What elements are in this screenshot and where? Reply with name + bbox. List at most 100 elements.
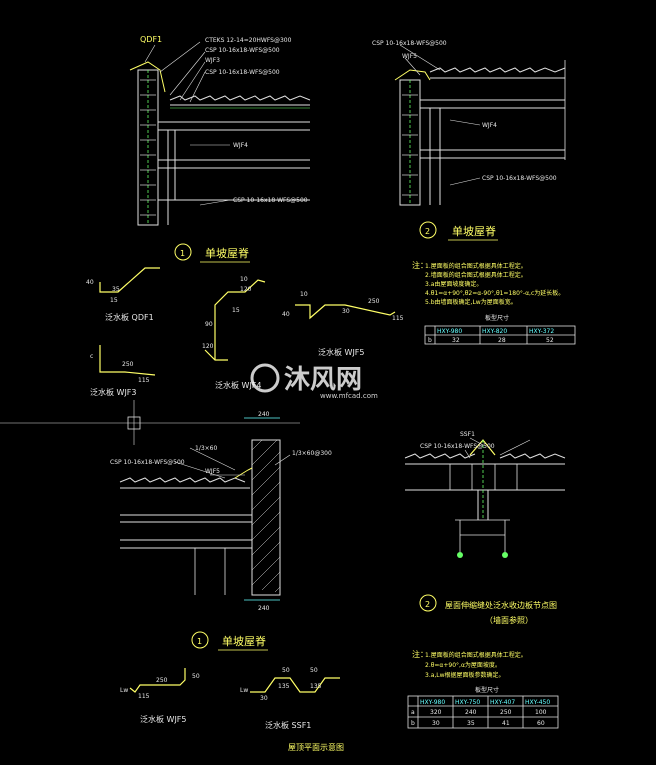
label-csp-bottom-right: CSP 10-16x18-WFS@500 xyxy=(482,175,557,182)
wjf3-dim-115: 115 xyxy=(138,377,150,384)
wjf5-dim-30: 30 xyxy=(342,308,350,315)
mid-left-dim-bottom: 240 xyxy=(258,605,270,612)
b-wjf5-dim-250: 250 xyxy=(156,677,168,684)
wjf4-dim-120b: 120 xyxy=(202,343,214,350)
caption-num-2: 2 xyxy=(425,227,430,236)
caption-circle-1 xyxy=(174,243,192,261)
notes-top-line-4: 4.θ1=α+90°,θ2=α-90°,θ1=180°-α,c为延长板。 xyxy=(425,289,564,297)
wjf5-dim-115: 115 xyxy=(392,315,404,322)
mid-left-label-4: 1/3×60@300 xyxy=(292,450,332,457)
tb-h2: HXY-750 xyxy=(455,699,480,706)
mid-left-label-wjf5: WJF5 xyxy=(205,468,220,475)
notes-bottom: 注： 1.屋面板的组合图式根据具体工程定。 2.θ=α+90°,α为屋面坡度。 … xyxy=(412,649,527,679)
wjf4-dim-15: 15 xyxy=(232,307,240,314)
b-ssf1-dim-50b: 50 xyxy=(310,667,318,674)
flashing-wjf5-bottom: 250 50 115 Lw 泛水板 WJF5 xyxy=(120,668,200,724)
watermark-logo-icon xyxy=(250,363,280,393)
wjf4-name: 泛水板 WJF4 xyxy=(215,380,262,390)
notes-top-line-1: 1.屋面板的组合图式根据具体工程定。 xyxy=(425,262,527,270)
footer-title: 屋顶平面示意图 xyxy=(288,742,344,752)
caption-num-1b: 1 xyxy=(197,637,202,646)
label-csp-top-right: CSP 10-16x18-WFS@500 xyxy=(372,40,447,47)
table-bottom: 板型尺寸 HXY-980 HXY-750 HXY-407 HXY-450 a 3… xyxy=(407,686,559,729)
notes-top-line-5: 5.b由墙面板确定,Lw为屋面板宽。 xyxy=(425,298,517,306)
wjf4-dim-10: 10 xyxy=(240,276,248,283)
table-top-r2: 28 xyxy=(498,337,506,344)
mid-left-label-csp: CSP 10-16x18-WFS@500 xyxy=(110,459,185,466)
tb-h1: HXY-980 xyxy=(420,699,445,706)
detail-1-top-left: QDF1 CTEKS 12-14=20HWFS@300 CSP 10-16x18… xyxy=(129,35,311,263)
label-csp-2: CSP 10-16x18-WFS@500 xyxy=(205,69,280,76)
flashing-wjf4: 90 120 10 15 120 泛水板 WJF4 xyxy=(202,276,266,390)
notes-bottom-line-3: 3.a,Lw根据屋面板参数确定。 xyxy=(425,671,505,679)
wjf3-dim-c: c xyxy=(90,353,93,360)
notes-bottom-title: 注： xyxy=(412,649,428,659)
table-top-h1: HXY-980 xyxy=(437,328,462,335)
wjf4-dim-90: 90 xyxy=(205,321,213,328)
label-cteks: CTEKS 12-14=20HWFS@300 xyxy=(205,37,292,44)
caption-circle-1b xyxy=(191,631,209,649)
label-wjf5-top-right: WJF5 xyxy=(402,53,417,60)
tb-h4: HXY-450 xyxy=(525,699,550,706)
watermark-url: www.mfcad.com xyxy=(320,392,378,400)
caption-title-2: 单坡屋脊 xyxy=(452,224,496,238)
notes-bottom-line-2: 2.θ=α+90°,α为屋面坡度。 xyxy=(425,661,501,669)
table-top-caption: 板型尺寸 xyxy=(485,314,509,322)
tb-h3: HXY-407 xyxy=(490,699,515,706)
wjf5-name: 泛水板 WJF5 xyxy=(318,347,365,357)
caption-circle-2b xyxy=(419,594,437,612)
tb-r1c4: 60 xyxy=(537,720,545,727)
tb-r1c0: b xyxy=(411,720,415,727)
tb-r0c0: a xyxy=(411,709,415,716)
table-top-r0: b xyxy=(428,337,432,344)
mid-left-label-1: 1/3×60 xyxy=(195,445,218,452)
table-top-r1: 32 xyxy=(452,337,460,344)
qdf1-dim-15: 15 xyxy=(110,297,118,304)
wjf5-dim-250: 250 xyxy=(368,298,380,305)
b-ssf1-dim-30: 30 xyxy=(260,695,268,702)
caption-title-1b: 单坡屋脊 xyxy=(222,634,266,648)
detail-2-mid-right: SSF1 CSP 10-16x18-WFS@500 2 屋面伸缩缝处泛水收边板节… xyxy=(404,431,566,625)
detail-1-mid-left: 240 240 1/3×60 CSP 10-16x18-WFS@500 WJF5… xyxy=(0,400,332,651)
label-wjf4: WJF4 xyxy=(233,142,248,149)
label-qdf1: QDF1 xyxy=(140,35,162,44)
b-ssf1-dim-135b: 135 xyxy=(310,683,322,690)
tb-r1c1: 30 xyxy=(432,720,440,727)
b-wjf5-name: 泛水板 WJF5 xyxy=(140,714,187,724)
label-csp-1: CSP 10-16x18-WFS@500 xyxy=(205,47,280,54)
flashing-wjf5: 40 250 115 10 30 泛水板 WJF5 xyxy=(282,291,404,357)
watermark-brand: 沐风网 xyxy=(284,365,362,395)
caption-sub-2b: （墙面参照） xyxy=(485,615,533,625)
caption-circle-2 xyxy=(419,221,437,239)
tb-r1c3: 41 xyxy=(502,720,510,727)
wjf3-name: 泛水板 WJF3 xyxy=(90,387,137,397)
table-bottom-caption: 板型尺寸 xyxy=(475,686,499,694)
qdf1-dim-40: 40 xyxy=(86,279,94,286)
wjf4-dim-120a: 120 xyxy=(240,286,252,293)
qdf1-dim-35: 35 xyxy=(112,286,120,293)
b-ssf1-dim-lw: Lw xyxy=(240,687,248,694)
caption-num-1: 1 xyxy=(180,249,185,258)
wjf5-dim-10: 10 xyxy=(300,291,308,298)
table-top-h2: HXY-820 xyxy=(482,328,507,335)
mid-right-label-csp: CSP 10-16x18-WFS@500 xyxy=(420,443,495,450)
tb-r0c4: 100 xyxy=(535,709,547,716)
caption-num-2b: 2 xyxy=(425,600,430,609)
detail-2-top-right: CSP 10-16x18-WFS@500 WJF5 WJF4 CSP 10-16… xyxy=(372,40,566,241)
b-wjf5-dim-lw: Lw xyxy=(120,687,128,694)
tb-r0c2: 240 xyxy=(465,709,477,716)
wjf3-dim-250: 250 xyxy=(122,361,134,368)
mid-right-label-ssf1: SSF1 xyxy=(460,431,475,438)
tb-r1c2: 35 xyxy=(467,720,475,727)
wjf5-dim-40: 40 xyxy=(282,311,290,318)
label-csp-3: CSP 10-16x18-WFS@500 xyxy=(233,197,308,204)
tb-r0c1: 320 xyxy=(430,709,442,716)
tb-r0c3: 250 xyxy=(500,709,512,716)
caption-title-1: 单坡屋脊 xyxy=(205,246,249,260)
b-wjf5-dim-115: 115 xyxy=(138,693,150,700)
notes-top-title: 注： xyxy=(412,260,428,270)
label-wjf3: WJF3 xyxy=(205,57,220,64)
b-ssf1-name: 泛水板 SSF1 xyxy=(265,720,311,730)
notes-top: 注： 1.屋面板的组合图式根据具体工程定。 2.墙面板的组合图式根据具体工程定。… xyxy=(412,260,564,306)
